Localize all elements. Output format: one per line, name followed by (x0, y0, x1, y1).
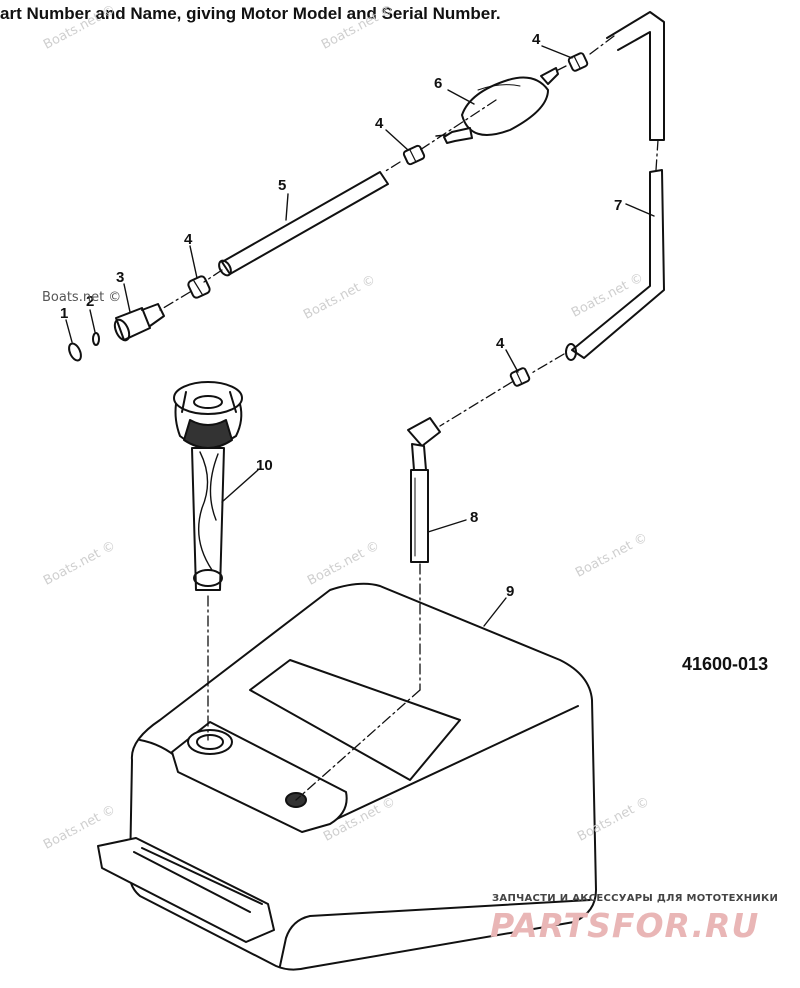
watermark: Boats.net © (42, 290, 122, 305)
brand-tagline: ЗАПЧАСТИ И АКСЕССУАРЫ ДЛЯ МОТОТЕХНИКИ (492, 893, 779, 904)
o-ring-2 (92, 332, 100, 346)
callout-4-low: 4 (496, 335, 505, 352)
pickup-tube-8 (407, 417, 441, 563)
fuel-tank-9 (97, 582, 597, 971)
primer-bulb-6 (435, 67, 559, 144)
clamp-4-top (567, 52, 589, 72)
leader-lines (65, 45, 655, 627)
clamp-4-mid (402, 144, 426, 166)
callout-1: 1 (60, 305, 68, 322)
brand-logo: PARTSFOR.RU (490, 906, 760, 945)
clamp-4-low (509, 367, 531, 387)
hose-5 (218, 171, 389, 277)
clamp-4-left (187, 275, 211, 299)
fuel-gauge-10 (173, 381, 243, 591)
callout-5: 5 (278, 177, 286, 194)
callout-9: 9 (506, 583, 514, 600)
callout-8: 8 (470, 509, 478, 526)
assembly-lines (159, 35, 659, 801)
callout-4-left: 4 (184, 231, 193, 248)
callout-4-top: 4 (532, 31, 541, 48)
hose-7 (565, 11, 665, 361)
figure-number: 41600-013 (682, 654, 769, 674)
callout-7: 7 (614, 197, 622, 214)
callout-2: 2 (86, 293, 94, 310)
callout-3: 3 (116, 269, 124, 286)
callout-6: 6 (434, 75, 442, 92)
header-text: art Number and Name, giving Motor Model … (0, 4, 501, 23)
connector-3 (113, 303, 165, 342)
callout-10: 10 (256, 457, 273, 474)
callout-4-mid: 4 (375, 115, 384, 132)
retainer-1 (68, 342, 82, 362)
